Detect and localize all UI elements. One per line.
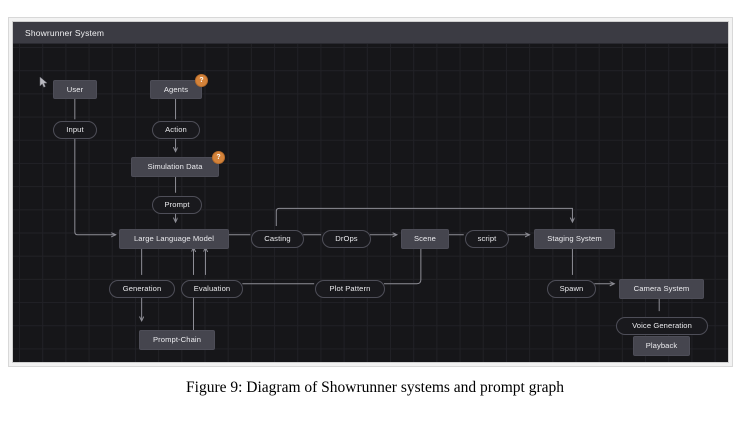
edge-casting-staging bbox=[275, 207, 572, 226]
help-badge-simulation-data[interactable]: ? bbox=[212, 151, 225, 164]
node-playback[interactable]: Playback bbox=[633, 336, 690, 356]
node-plot-pattern[interactable]: Plot Pattern bbox=[315, 280, 385, 298]
node-prompt-chain[interactable]: Prompt-Chain bbox=[139, 330, 215, 350]
node-prompt[interactable]: Prompt bbox=[152, 196, 202, 214]
node-casting[interactable]: Casting bbox=[251, 230, 304, 248]
node-evaluation[interactable]: Evaluation bbox=[181, 280, 243, 298]
node-agents[interactable]: Agents bbox=[150, 80, 202, 99]
node-generation[interactable]: Generation bbox=[109, 280, 175, 298]
node-simulation-data[interactable]: Simulation Data bbox=[131, 157, 219, 177]
node-staging-system[interactable]: Staging System bbox=[534, 229, 615, 249]
figure-caption: Figure 9: Diagram of Showrunner systems … bbox=[186, 379, 564, 396]
node-camera-system[interactable]: Camera System bbox=[619, 279, 704, 299]
edge-plotpattern-scene bbox=[383, 247, 422, 285]
node-voice-generation[interactable]: Voice Generation bbox=[616, 317, 708, 335]
node-scene[interactable]: Scene bbox=[401, 229, 449, 249]
mouse-pointer-icon bbox=[39, 76, 48, 88]
node-input[interactable]: Input bbox=[53, 121, 97, 139]
node-drops[interactable]: DrOps bbox=[322, 230, 371, 248]
diagram-frame: Showrunner System bbox=[8, 17, 733, 367]
diagram-inner: Showrunner System bbox=[12, 21, 729, 363]
node-script[interactable]: script bbox=[465, 230, 509, 248]
node-action[interactable]: Action bbox=[152, 121, 200, 139]
edge-layer bbox=[74, 97, 728, 344]
diagram-titlebar: Showrunner System bbox=[13, 22, 728, 44]
edge-input-llm bbox=[74, 136, 116, 235]
diagram-title: Showrunner System bbox=[25, 27, 105, 38]
node-llm[interactable]: Large Language Model bbox=[119, 229, 229, 249]
node-spawn[interactable]: Spawn bbox=[547, 280, 596, 298]
help-badge-agents[interactable]: ? bbox=[195, 74, 208, 87]
node-user[interactable]: User bbox=[53, 80, 97, 99]
